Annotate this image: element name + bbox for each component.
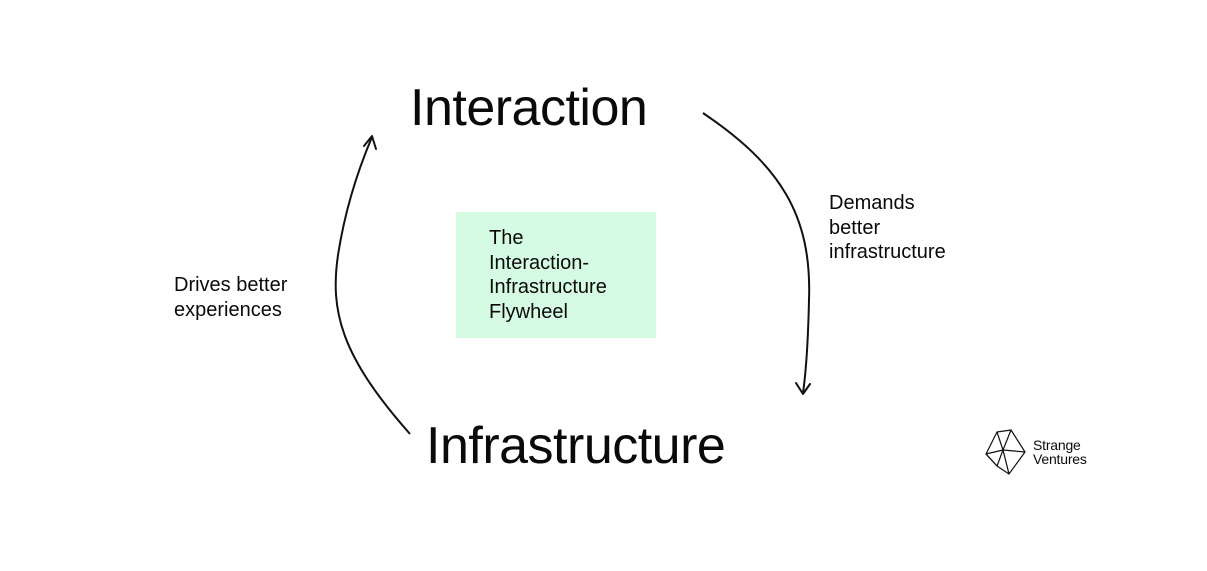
brand-logo: Strange Ventures — [983, 428, 1087, 476]
edge-label-drives: Drives better experiences — [174, 274, 288, 321]
brand-name: Strange Ventures — [1033, 437, 1087, 467]
arrow-interaction-to-infrastructure — [702, 112, 811, 394]
arrow-infrastructure-to-interaction — [334, 136, 411, 435]
node-interaction: Interaction — [410, 79, 648, 137]
arrowhead-down — [795, 382, 811, 395]
node-infrastructure: Infrastructure — [426, 417, 726, 475]
edge-label-demands: Demands better infrastructure — [829, 192, 946, 263]
arrowhead-up — [363, 135, 377, 150]
flywheel-title: The Interaction- Infrastructure Flywheel — [489, 227, 607, 323]
flywheel-title-box: The Interaction- Infrastructure Flywheel — [456, 212, 656, 338]
strange-ventures-logo-icon — [985, 429, 1026, 475]
